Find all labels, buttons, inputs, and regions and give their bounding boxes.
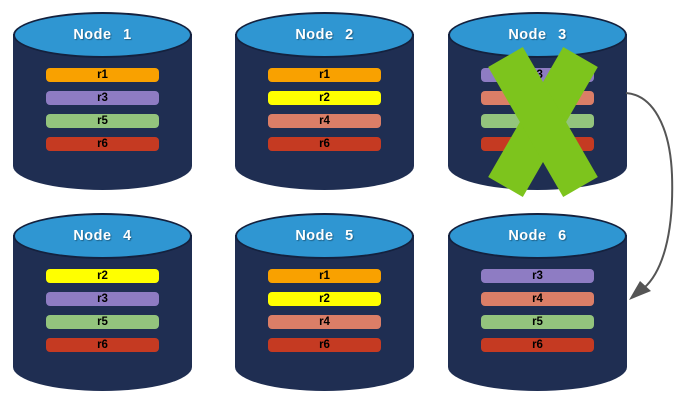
node-4-cylinder: Node 4 r2 r3 r5 r6	[13, 213, 192, 391]
node-title: Node 2	[295, 27, 354, 43]
node-5-cylinder: Node 5 r1 r2 r4 r6	[235, 213, 414, 391]
node-title: Node 3	[508, 27, 567, 43]
cylinder-top: Node 3	[448, 12, 627, 58]
cylinder-top: Node 4	[13, 213, 192, 259]
replica-list: r1 r2 r4 r6	[268, 269, 381, 361]
replica-row: r6	[481, 338, 594, 352]
replica-list: r1 r2 r4 r6	[268, 68, 381, 160]
replica-list: r2 r3 r5 r6	[46, 269, 159, 361]
cylinder-body	[13, 34, 192, 190]
node-title: Node 4	[73, 228, 132, 244]
replica-row: r1	[46, 68, 159, 82]
replica-row: r3	[481, 269, 594, 283]
replica-row: r2	[268, 292, 381, 306]
replica-row: r5	[481, 315, 594, 329]
node-2-cylinder: Node 2 r1 r2 r4 r6	[235, 12, 414, 190]
cylinder-top: Node 2	[235, 12, 414, 58]
node-1-cylinder: Node 1 r1 r3 r5 r6	[13, 12, 192, 190]
cylinder-body	[235, 34, 414, 190]
replica-row: r2	[268, 91, 381, 105]
replica-row: r2	[46, 269, 159, 283]
cylinder-body	[235, 235, 414, 391]
replica-list: r1 r3 r5 r6	[46, 68, 159, 160]
node-6-cylinder: Node 6 r3 r4 r5 r6	[448, 213, 627, 391]
replica-row: r6	[268, 137, 381, 151]
replica-row: r4	[481, 292, 594, 306]
node-title: Node 6	[508, 228, 567, 244]
replica-row: r5	[46, 315, 159, 329]
replica-row: r1	[268, 68, 381, 82]
node-title: Node 1	[73, 27, 132, 43]
replica-row: r6	[46, 338, 159, 352]
replica-row: r1	[268, 269, 381, 283]
cylinder-top: Node 1	[13, 12, 192, 58]
cylinder-top: Node 6	[448, 213, 627, 259]
node-title: Node 5	[295, 228, 354, 244]
cylinder-top: Node 5	[235, 213, 414, 259]
replica-row: r6	[46, 137, 159, 151]
replica-list: r3 r4 r5 r6	[481, 269, 594, 361]
replica-row: r6	[268, 338, 381, 352]
replica-row: r4	[268, 315, 381, 329]
cylinder-body	[448, 235, 627, 391]
replica-row: r5	[46, 114, 159, 128]
replica-row: r3	[46, 91, 159, 105]
replica-row: r3	[46, 292, 159, 306]
failure-cross-icon	[488, 47, 598, 197]
replica-row: r4	[268, 114, 381, 128]
node-3-cylinder: Node 3 r3	[448, 12, 627, 197]
cylinder-body	[13, 235, 192, 391]
